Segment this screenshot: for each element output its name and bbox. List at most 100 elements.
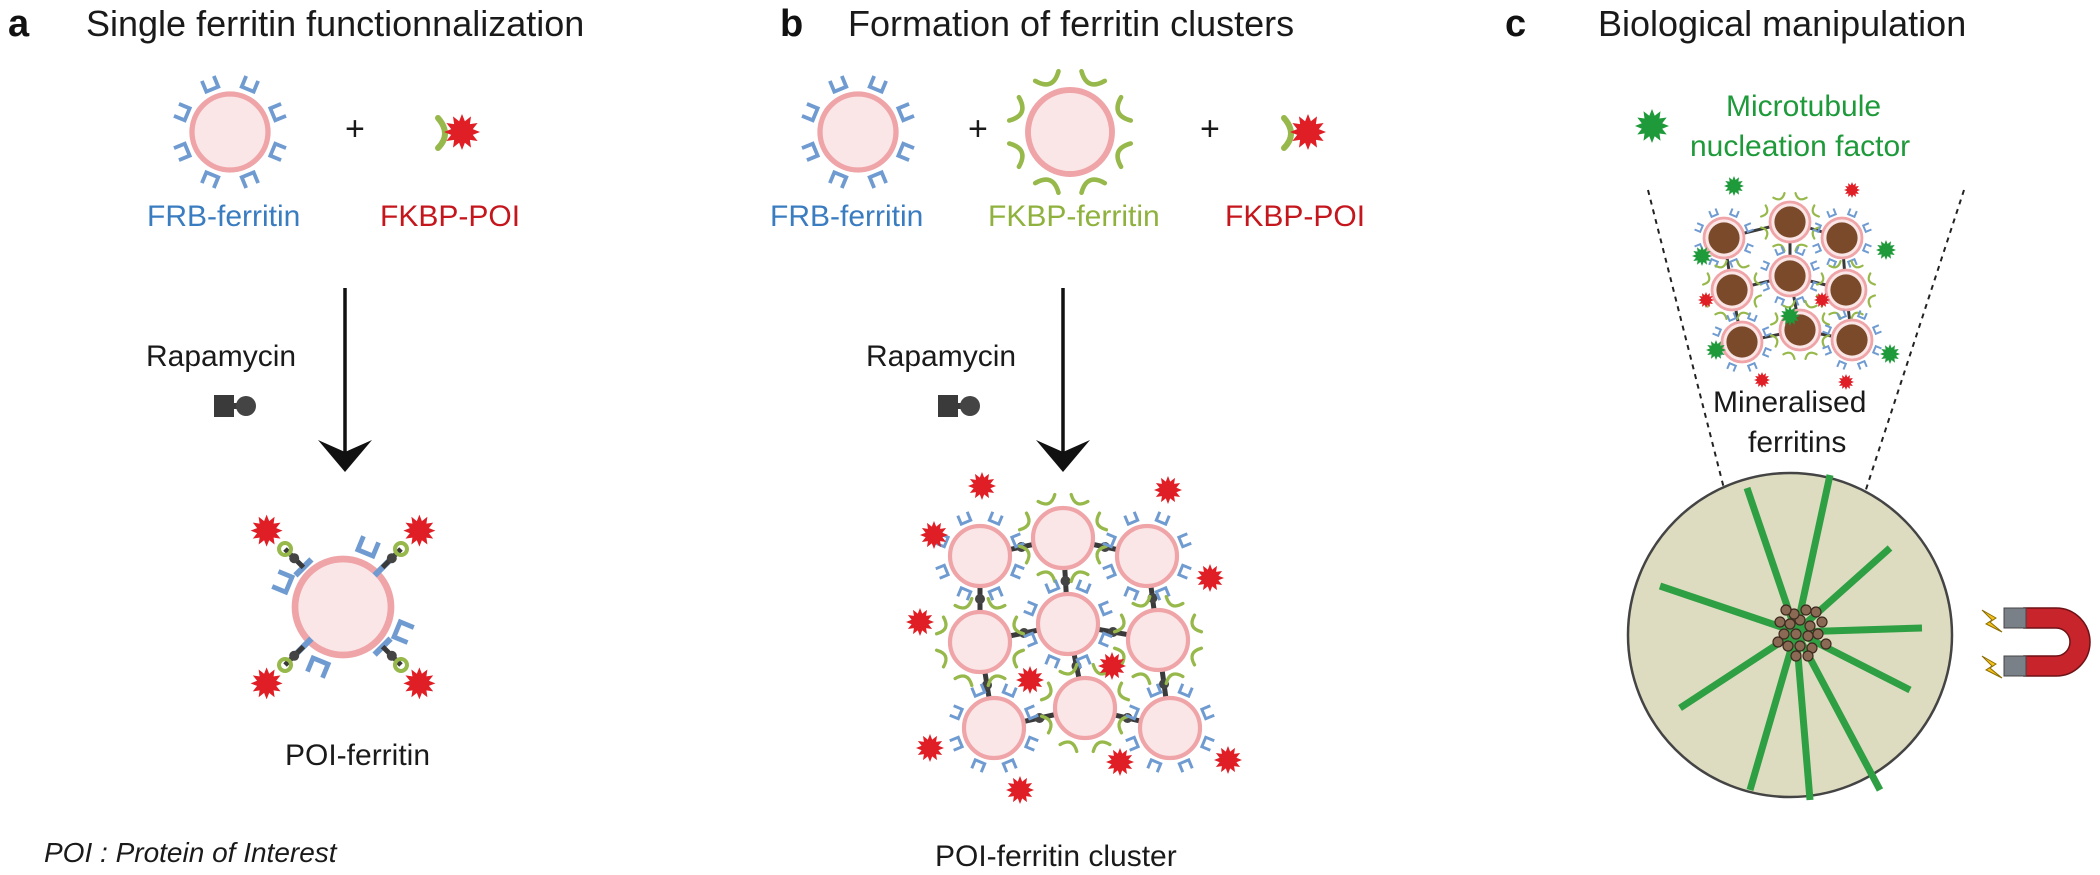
mineral-core <box>1726 326 1758 358</box>
microtubule-nucleation-factor-star <box>1692 246 1712 266</box>
rapamycin-label: Rapamycin <box>866 340 1016 373</box>
footnote: POI : Protein of Interest <box>44 837 338 868</box>
fkbp-poi-icon <box>1281 114 1326 151</box>
poi-ferritin-label: POI-ferritin <box>285 739 430 772</box>
frb-receptor <box>1743 222 1754 234</box>
frb-receptor <box>1177 757 1194 773</box>
frb-receptor <box>895 102 915 123</box>
fkbp-cup <box>934 615 948 636</box>
poi-star <box>906 608 934 636</box>
mineralised-ferritin-dot <box>1816 616 1828 628</box>
frb-receptor <box>200 169 221 189</box>
rapamycin-circle <box>960 396 980 416</box>
frb-receptor <box>987 511 1004 527</box>
frb-receptor <box>1001 683 1018 699</box>
frb-receptor <box>1009 532 1025 549</box>
panel-a: a Single ferritin functionnalization + F… <box>8 3 584 868</box>
fkbp-cup <box>1850 311 1864 321</box>
poi-star <box>444 114 480 150</box>
panel-c-title: Biological manipulation <box>1598 3 1966 44</box>
fkbp-cup <box>1867 272 1877 286</box>
mineralised-ferritin-dot <box>1772 636 1784 648</box>
fkbp-cup <box>1012 648 1026 669</box>
frb-receptor <box>1822 344 1833 356</box>
fkbp-cup <box>1804 351 1818 361</box>
poi-star <box>250 667 283 700</box>
ferritin-shell <box>947 609 1013 675</box>
rapamycin-dot <box>386 650 397 661</box>
fkbp-cup <box>1772 191 1786 201</box>
ferritin-aggregate <box>1772 604 1832 662</box>
frb-receptor <box>1861 242 1872 254</box>
ferritin-shell <box>1025 87 1115 177</box>
fkbp-cup <box>1032 177 1061 196</box>
rapamycin-icon <box>214 395 256 417</box>
microtubule-nucleation-factor-star <box>1635 109 1669 143</box>
factor-label-line1: Microtubule <box>1726 90 1881 123</box>
ferritin-shell <box>1137 695 1203 761</box>
frb-receptor <box>1146 683 1163 699</box>
fkbp-cup <box>1058 662 1079 676</box>
poi-ferritin-cluster-icon <box>906 472 1242 804</box>
poi-star <box>1814 292 1830 308</box>
mineralised-ferritin-dot <box>1782 640 1794 652</box>
plus-sign: + <box>968 110 988 148</box>
ferritin-shell <box>189 91 271 173</box>
frb-receptor <box>1125 704 1141 721</box>
microtubule <box>1792 474 1834 633</box>
poi-star <box>1754 372 1770 388</box>
ferritin-shell <box>291 555 395 659</box>
frb-receptor <box>1102 532 1118 549</box>
poi-star <box>1016 666 1044 694</box>
frb-receptor <box>1856 310 1868 321</box>
fkbp-cup <box>1017 544 1031 565</box>
fkbp-cup <box>1753 294 1763 308</box>
mineral-label-line1: Mineralised <box>1713 386 1866 419</box>
microtubule-nucleation-factor-star <box>1706 340 1726 360</box>
rapamycin-dot <box>289 650 300 661</box>
frb-receptor <box>1826 208 1838 219</box>
mineral-core <box>1830 274 1862 306</box>
frb-receptor <box>1728 208 1740 219</box>
frb-receptor <box>1794 246 1806 257</box>
frb-receptor <box>1712 326 1723 338</box>
fkbp-cup <box>1164 672 1185 686</box>
frb-receptor <box>1199 704 1215 721</box>
fkbp-cup <box>1821 312 1831 326</box>
rapamycin-dot <box>975 594 985 604</box>
panel-b-letter: b <box>780 3 803 45</box>
mineralised-ferritin-dot <box>1802 630 1814 642</box>
fkbp-cup <box>1112 613 1126 634</box>
lightning-icon <box>1981 655 2003 679</box>
frb-receptor <box>239 75 260 95</box>
fkbp-cup <box>1017 511 1031 532</box>
frb-receptor <box>1743 242 1754 254</box>
frb-receptor <box>1125 735 1141 752</box>
frb-receptor <box>801 102 821 123</box>
rapamycin-dot <box>386 553 397 564</box>
microtubule <box>1658 582 1798 636</box>
poi-star <box>968 472 996 500</box>
fkbp-cup <box>1190 613 1204 634</box>
microtubule <box>1794 628 1912 694</box>
microtubule <box>1746 631 1800 791</box>
frb-receptor <box>1856 359 1868 370</box>
frb-receptor <box>271 569 296 596</box>
fkbp-cup <box>1769 334 1779 348</box>
panel-b-title: Formation of ferritin clusters <box>848 3 1294 44</box>
frb-receptor <box>1861 222 1872 234</box>
frb-receptor <box>1123 511 1140 527</box>
microtubule <box>1793 545 1893 635</box>
frb-receptor <box>801 141 821 162</box>
mineralised-ferritin-dot <box>1784 618 1796 630</box>
frb-receptor <box>867 75 888 95</box>
frb-receptor <box>949 704 965 721</box>
frb-ferritin-icon <box>173 75 287 189</box>
fkbp-cup <box>1811 226 1821 240</box>
fkbp-ferritin-icon <box>1006 68 1134 196</box>
fkbp-cup <box>1079 177 1108 196</box>
frb-receptor <box>1044 653 1061 669</box>
fkbp-cup <box>1815 272 1825 286</box>
fkbp-cup <box>1867 294 1877 308</box>
poi-star <box>1290 114 1326 150</box>
